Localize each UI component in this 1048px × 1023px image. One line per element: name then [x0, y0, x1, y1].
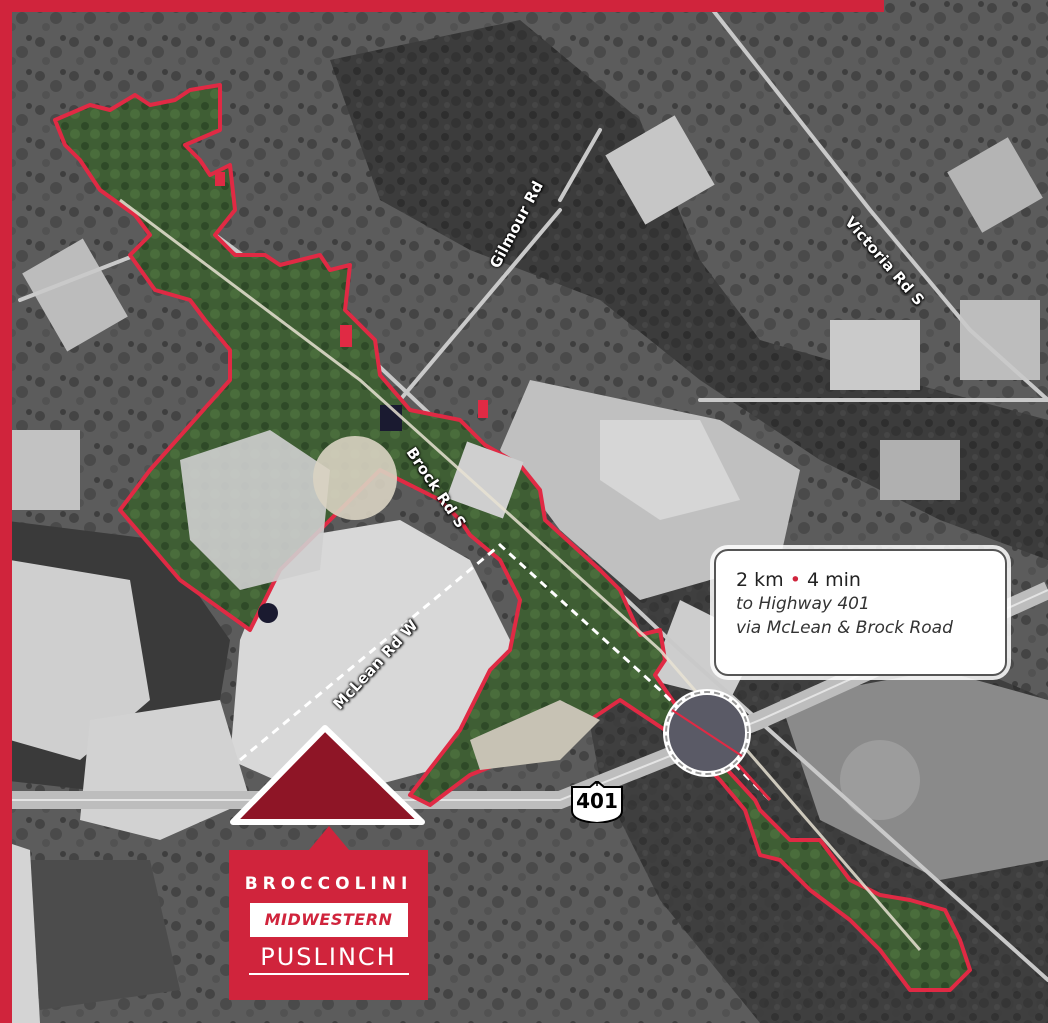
- highway-shield-icon: [571, 779, 623, 825]
- callout-route: via McLean & Brock Road: [736, 618, 953, 638]
- logo-line-broccolini: BROCCOLINI: [244, 874, 413, 894]
- logo-line-midwestern: MIDWESTERN: [249, 903, 408, 937]
- separator-dot: •: [789, 569, 801, 591]
- callout-destination: to Highway 401: [736, 594, 870, 614]
- highway-401-shield: 401: [568, 779, 626, 825]
- highway-number: 401: [576, 789, 618, 813]
- site-triangle: [230, 725, 425, 825]
- travel-time-callout: 2 km • 4 min to Highway 401 via McLean &…: [714, 549, 1007, 676]
- broccolini-logo: BROCCOLINI MIDWESTERN PUSLINCH: [229, 826, 428, 1000]
- time-text: 4 min: [806, 569, 861, 591]
- logo-line-puslinch: PUSLINCH: [248, 943, 409, 975]
- distance-text: 2 km: [736, 569, 784, 591]
